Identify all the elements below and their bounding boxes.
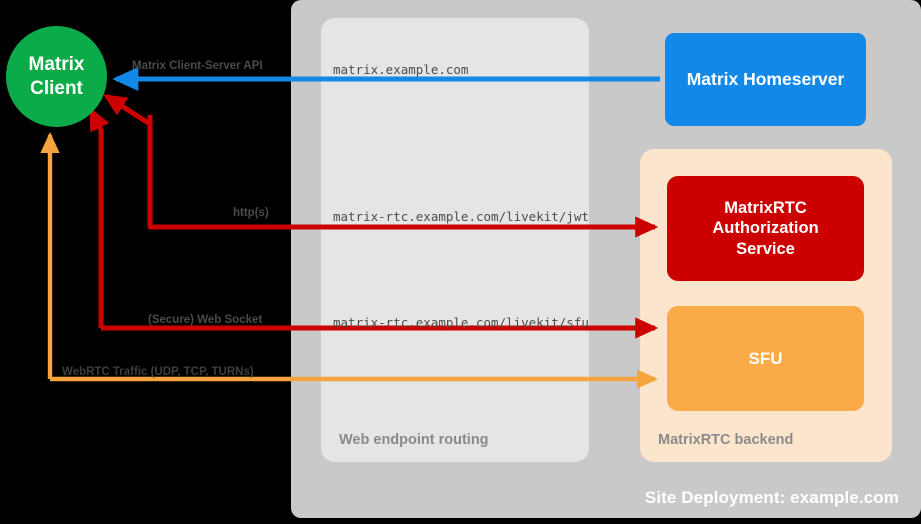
node-matrix-client-line2: Client [30,77,83,99]
node-matrix-client[interactable]: Matrix Client [6,26,107,127]
panel-site-deployment-label: Site Deployment: example.com [644,488,899,507]
panel-web-endpoint-routing: Web endpoint routing [321,18,589,462]
endpoint-label-livekit-jwt: matrix-rtc.example.com/livekit/jwt [333,209,589,224]
edge-label-http: http(s) [233,207,269,219]
endpoint-label-livekit-sfu: matrix-rtc.example.com/livekit/sfu [333,315,589,330]
endpoint-label-matrix-example-com: matrix.example.com [333,62,469,77]
node-matrix-homeserver[interactable]: Matrix Homeserver [665,33,866,126]
edge-label-secure-web-socket: (Secure) Web Socket [148,314,263,326]
panel-matrixrtc-backend-label: MatrixRTC backend [658,432,794,448]
edge-label-webrtc-traffic: WebRTC Traffic (UDP, TCP, TURNs) [62,366,254,378]
panel-web-endpoint-routing-label: Web endpoint routing [339,432,489,448]
node-auth-line1: MatrixRTC [724,198,807,217]
node-auth-line2: Authorization [712,219,819,238]
node-sfu[interactable]: SFU [667,306,864,411]
node-sfu-label: SFU [748,348,783,368]
edge-label-matrix-client-server-api: Matrix Client-Server API [132,60,263,72]
node-auth-line3: Service [736,239,795,258]
node-matrixrtc-authorization-service[interactable]: MatrixRTC Authorization Service [667,176,864,281]
node-matrix-client-line1: Matrix [28,54,85,76]
node-matrix-homeserver-label: Matrix Homeserver [686,69,845,89]
